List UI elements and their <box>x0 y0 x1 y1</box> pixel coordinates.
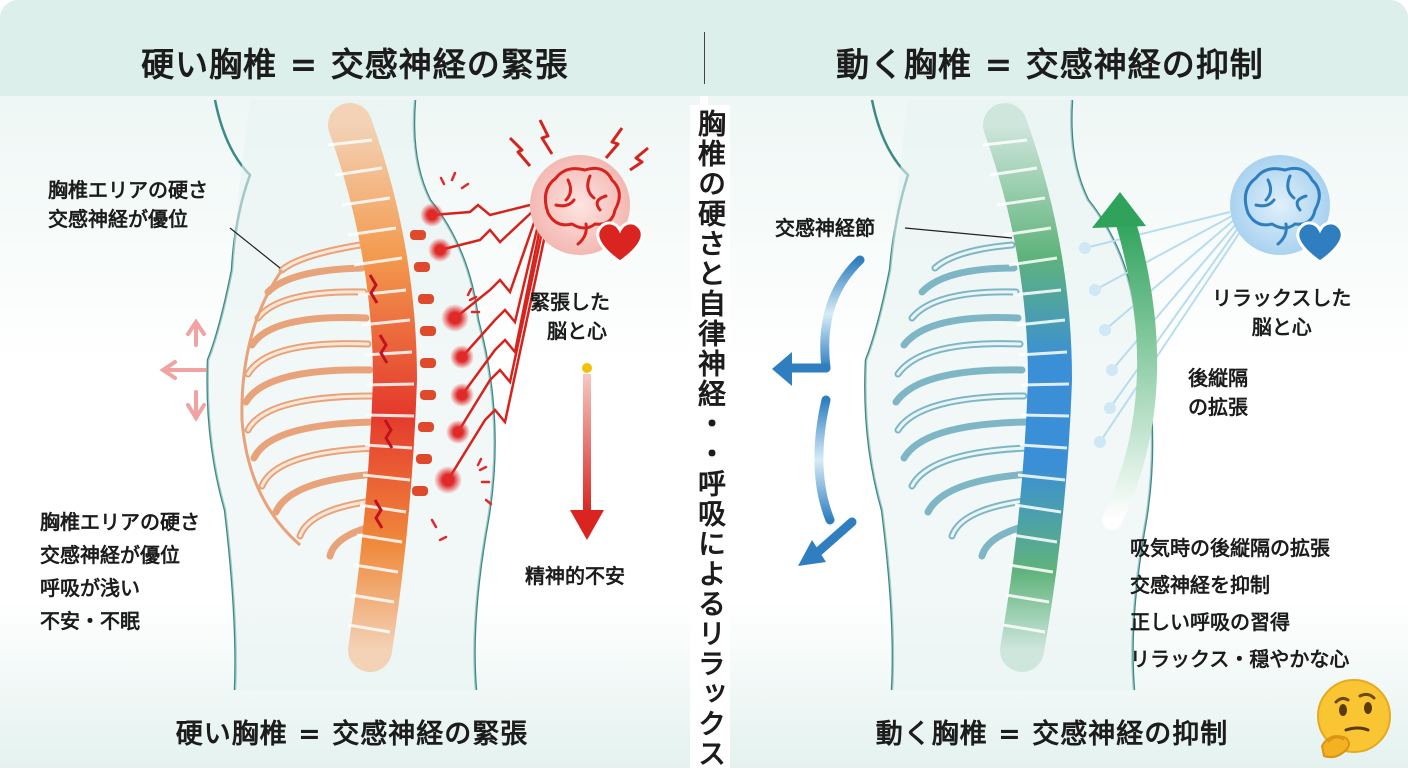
tense-brain-label-line-2: 脳と心 <box>547 319 607 343</box>
relaxed-brain-label-line-1: リラックスした <box>1212 286 1352 310</box>
left-upper-label: 胸椎エリアの硬さ 交感神経が優位 <box>48 176 208 234</box>
mediastinum-expansion-arrow <box>1092 192 1158 530</box>
anxiety-arrow <box>570 363 604 540</box>
left-breath-arrows <box>159 318 207 422</box>
right-list: 吸気時の後縦隔の拡張 交感神経を抑制 正しい呼吸の習得 リラックス・穏やかな心 <box>1130 530 1349 678</box>
right-list-item: リラックス・穏やかな心 <box>1130 647 1350 671</box>
right-spine <box>982 103 1073 672</box>
left-upper-label-line-1: 胸椎エリアの硬さ <box>48 178 208 202</box>
anxiety-label: 精神的不安 <box>525 564 625 588</box>
left-list-item: 胸椎エリアの硬さ <box>40 510 200 534</box>
right-title: 動く胸椎 = 交感神経の抑制 <box>836 45 1264 84</box>
ganglion-leader-line <box>904 227 1013 239</box>
right-footer: 動く胸椎 = 交感神経の抑制 <box>875 719 1229 750</box>
right-list-item: 正しい呼吸の習得 <box>1130 610 1290 634</box>
tense-brain-label: 緊張した 脳と心 <box>530 288 610 346</box>
thinking-face-emoji <box>1317 679 1391 759</box>
left-list-item: 呼吸が浅い <box>40 576 140 600</box>
left-list-item: 不安・不眠 <box>40 609 140 633</box>
mediastinum-label-line-2: の拡張 <box>1188 395 1248 419</box>
right-breath-arrows <box>772 255 865 566</box>
ganglion-label: 交感神経節 <box>775 216 875 240</box>
heart-icon-relaxed <box>1296 221 1344 264</box>
mediastinum-label-line-1: 後縦隔 <box>1188 366 1248 390</box>
relaxed-brain-label: リラックスした 脳と心 <box>1212 284 1351 342</box>
left-upper-label-line-2: 交感神経が優位 <box>48 207 188 231</box>
right-list-item: 吸気時の後縦隔の拡張 <box>1130 536 1330 560</box>
left-nerve-signals <box>420 171 547 542</box>
left-list: 胸椎エリアの硬さ 交感神経が優位 呼吸が浅い 不安・不眠 <box>40 506 200 638</box>
left-list-item: 交感神経が優位 <box>40 543 180 567</box>
mediastinum-label: 後縦隔 の拡張 <box>1188 364 1248 422</box>
left-footer: 硬い胸椎 = 交感神経の緊張 <box>175 719 529 750</box>
tension-crack-icons <box>368 274 394 529</box>
left-leader-line <box>229 227 281 269</box>
lightning-icon <box>508 119 649 172</box>
header-divider <box>704 32 705 84</box>
center-vertical-text: 胸椎の硬さと自律神経・・呼吸によるリラックス <box>690 105 730 773</box>
heart-icon-tense <box>596 221 644 264</box>
left-spine <box>327 103 436 672</box>
tense-brain-label-line-1: 緊張した <box>530 290 610 314</box>
right-nerve-signals <box>1079 211 1241 448</box>
relaxed-brain-label-line-2: 脳と心 <box>1251 315 1312 339</box>
right-list-item: 交感神経を抑制 <box>1130 573 1270 597</box>
left-title: 硬い胸椎 = 交感神経の緊張 <box>141 45 569 84</box>
